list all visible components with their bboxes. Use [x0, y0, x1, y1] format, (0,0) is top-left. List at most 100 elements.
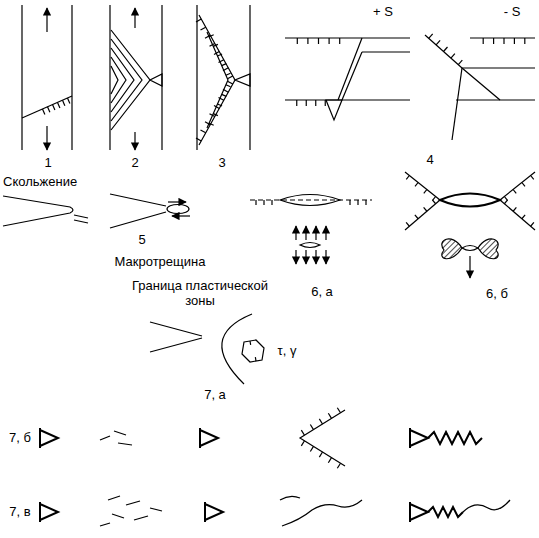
dislocation-ticks-stroke — [406, 176, 409, 180]
panel-six-a-stroke — [315, 250, 316, 264]
panel-four-plus-stroke — [326, 100, 342, 120]
row-seven-v-stroke — [280, 496, 300, 500]
panel-five-stroke — [74, 220, 88, 223]
dislocation-ticks-stroke — [436, 40, 440, 44]
figure-number: 7, б — [9, 431, 31, 446]
mechanism-label: Скольжение — [3, 175, 77, 190]
panel-two — [110, 5, 162, 150]
row-seven-v-stroke — [428, 507, 463, 517]
panel-three-stroke — [207, 32, 228, 128]
dislocation-ticks-stroke — [310, 446, 313, 451]
panel-six-b-stroke — [500, 172, 535, 200]
panel-seven-a — [150, 314, 264, 384]
panel-four-minus-stroke — [462, 68, 500, 100]
dislocation-ticks-stroke — [214, 106, 219, 109]
panel-six-a-stroke — [295, 226, 296, 240]
dislocation-ticks-stroke — [58, 102, 60, 108]
dislocation-ticks-stroke — [451, 54, 455, 58]
panel-six-b-stroke — [469, 256, 470, 278]
row-seven-v-stroke — [112, 514, 124, 518]
panel-six-a-stroke — [300, 243, 320, 248]
panel-six-a-stroke — [325, 226, 326, 240]
panel-four-minus-stroke — [452, 68, 462, 140]
dislocation-ticks-stroke — [214, 52, 219, 55]
dislocation-ticks-stroke — [226, 85, 231, 87]
panel-five — [3, 194, 190, 228]
dislocation-ticks-stroke — [218, 54, 223, 56]
dislocation-ticks-stroke — [513, 190, 516, 194]
dislocation-ticks-stroke — [424, 207, 427, 211]
dislocation-ticks-stroke — [310, 425, 313, 430]
figure-number: 3 — [218, 156, 225, 171]
panel-seven-a-stroke — [222, 314, 252, 384]
row-seven-v-stroke — [134, 516, 148, 520]
dislocation-ticks-stroke — [514, 38, 515, 44]
dislocation-ticks-stroke — [503, 38, 504, 44]
panel-seven-a-stroke — [150, 322, 202, 336]
dislocation-ticks-stroke — [337, 463, 340, 468]
row-seven-v-stroke — [40, 502, 58, 522]
dislocation-ticks-stroke — [504, 200, 507, 204]
dislocation-ticks-stroke — [493, 38, 494, 44]
dislocation-ticks-stroke — [255, 200, 256, 205]
dislocation-ticks-stroke — [223, 68, 228, 71]
panel-five-stroke — [74, 215, 88, 218]
dislocation-ticks-stroke — [209, 35, 214, 37]
panel-five-stroke — [110, 194, 166, 206]
dislocation-ticks-stroke — [297, 38, 298, 44]
row-seven-v-stroke — [205, 502, 223, 522]
dislocation-ticks-stroke — [201, 27, 206, 30]
row-seven-v-stroke — [108, 496, 120, 500]
row-seven-v-stroke — [150, 508, 162, 511]
panel-seven-a-stroke — [150, 338, 202, 352]
dislocation-ticks-stroke — [357, 200, 358, 205]
load-sign: - S — [504, 5, 521, 20]
dislocation-ticks-stroke — [201, 130, 206, 133]
dislocation-ticks-stroke — [263, 200, 264, 205]
dislocation-ticks-stroke — [301, 430, 304, 435]
zone-label: Граница пластической зоны — [125, 279, 275, 309]
panel-six-a-stroke — [305, 226, 306, 240]
row-seven-v-stroke — [410, 502, 428, 522]
panel-two-stroke — [109, 5, 110, 150]
dislocation-ticks-stroke — [483, 38, 484, 44]
dislocation-ticks-stroke — [531, 176, 534, 180]
dislocation-ticks-stroke — [325, 100, 326, 106]
load-sign: + S — [373, 5, 393, 20]
panel-two-stroke — [111, 30, 150, 130]
dislocation-ticks-stroke — [522, 183, 525, 187]
panel-six-b-stroke — [442, 239, 462, 259]
dislocation-ticks-stroke — [365, 200, 366, 205]
dislocation-ticks-stroke — [315, 100, 316, 106]
panel-six-a-stroke — [305, 250, 306, 264]
dislocation-ticks-stroke — [63, 100, 65, 106]
panel-five-stroke — [168, 201, 186, 202]
panel-one-stroke — [46, 8, 47, 32]
dislocation-ticks-stroke — [213, 114, 218, 116]
dislocation-ticks-stroke — [307, 38, 308, 44]
dislocation-ticks-stroke — [329, 38, 330, 44]
figure-number: 1 — [44, 156, 51, 171]
dislocation-ticks-stroke — [209, 123, 214, 125]
panel-four-minus-stroke — [462, 67, 535, 68]
panel-six-b — [405, 172, 535, 278]
panel-six-b-stroke — [462, 246, 478, 251]
panel-two-stroke — [150, 74, 162, 86]
dislocation-ticks-stroke — [228, 76, 233, 79]
panel-four-minus-stroke — [456, 99, 535, 100]
dislocation-ticks-stroke — [68, 98, 70, 104]
figure-number: 7, в — [9, 505, 30, 520]
figure-number: 2 — [131, 156, 138, 171]
dislocation-ticks-stroke — [48, 107, 50, 113]
row-seven-v-stroke — [126, 501, 140, 505]
dislocation-ticks-stroke — [228, 81, 233, 84]
dislocation-ticks-stroke — [339, 38, 340, 44]
dislocation-ticks-stroke — [222, 94, 227, 96]
dislocation-ticks-stroke — [424, 190, 427, 194]
dislocation-ticks-stroke — [415, 183, 418, 187]
panel-six-b-stroke — [500, 200, 535, 230]
panel-six-b-stroke — [405, 172, 440, 200]
panel-three-stroke — [199, 15, 235, 145]
row-seven-b-stroke — [114, 431, 126, 435]
